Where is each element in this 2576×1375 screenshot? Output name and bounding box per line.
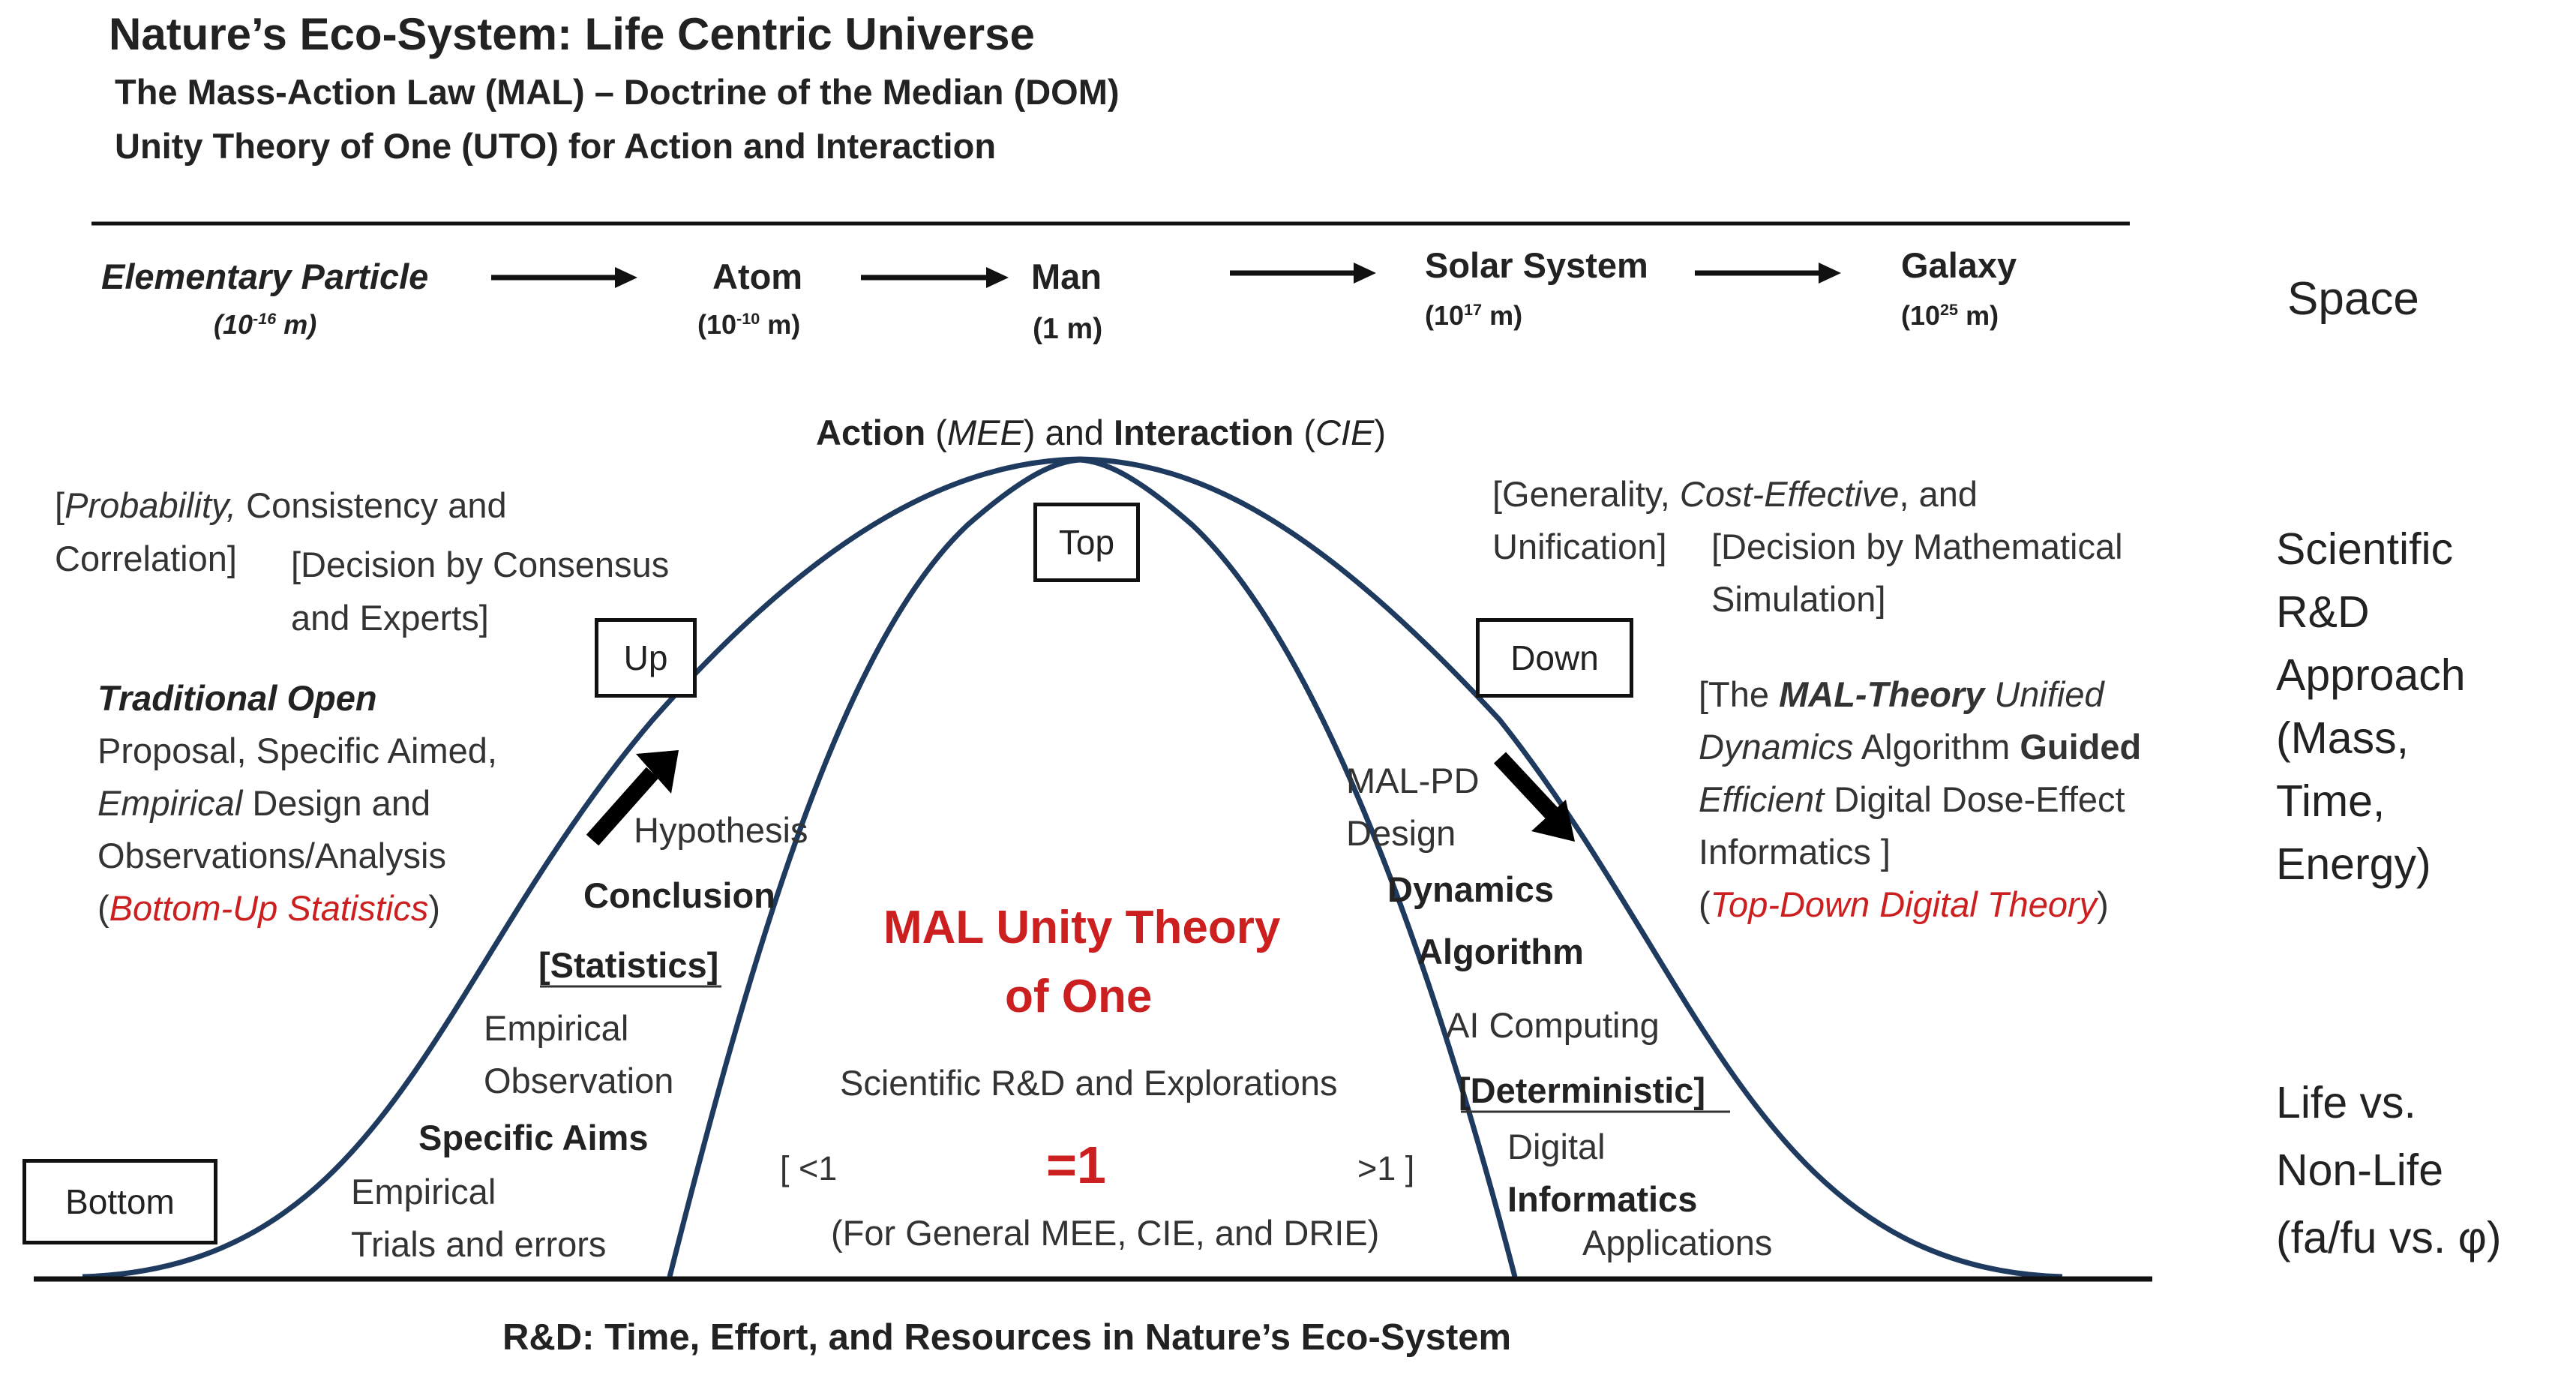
- up-arrow-thick: [586, 750, 679, 846]
- bottom-box: Bottom: [22, 1159, 217, 1244]
- empirical-label-1: Empirical: [484, 1008, 629, 1048]
- left-note-line1: [Probability, Consistency and: [55, 485, 507, 525]
- general-note: (For General MEE, CIE, and DRIE): [831, 1213, 1380, 1253]
- statistics-label: [Statistics]: [538, 945, 719, 985]
- page-title: Nature’s Eco-System: Life Centric Univer…: [109, 9, 1035, 59]
- footer-caption: R&D: Time, Effort, and Resources in Natu…: [502, 1317, 1512, 1358]
- less-than-one: [ <1: [780, 1149, 838, 1187]
- equals-one: =1: [1046, 1136, 1106, 1194]
- right-note-line3: [Decision by Mathematical: [1711, 527, 2123, 566]
- bottom-up-statistics: (Bottom-Up Statistics): [97, 888, 441, 928]
- center-title-line1: MAL Unity Theory: [883, 902, 1281, 953]
- subtitle-uto: Unity Theory of One (UTO) for Action and…: [115, 126, 997, 166]
- digital-label: Digital: [1507, 1127, 1606, 1166]
- subtitle-mal: The Mass-Action Law (MAL) – Doctrine of …: [115, 72, 1120, 112]
- trials-errors-label: Trials and errors: [351, 1224, 607, 1264]
- scale-galaxy: Galaxy: [1901, 245, 2017, 285]
- specific-aims-label: Specific Aims: [418, 1118, 649, 1157]
- down-box: Down: [1476, 618, 1633, 698]
- down-arrow-thick: [1493, 752, 1575, 842]
- conclusion-label: Conclusion: [583, 875, 775, 915]
- scale-man: Man: [1031, 257, 1102, 296]
- life-vs-nonlife-label: Life vs.Non-Life(fa/fu vs. φ): [2276, 1078, 2502, 1262]
- algorithm-label: Algorithm: [1417, 932, 1584, 971]
- inner-curve: [667, 457, 1518, 1277]
- observations-line: Observations/Analysis: [97, 836, 446, 875]
- greater-than-one: >1 ]: [1357, 1149, 1415, 1187]
- applications-label: Applications: [1582, 1223, 1773, 1262]
- scale-galaxy-size: (1025 m): [1901, 300, 1999, 331]
- mal-theory-line4: Informatics ]: [1699, 832, 1891, 872]
- scale-arrowheads: [615, 263, 1841, 288]
- proposal-line: Proposal, Specific Aimed,: [97, 731, 497, 770]
- space-label: Space: [2287, 273, 2419, 325]
- empirical-label-2: Empirical: [351, 1172, 496, 1211]
- mal-theory-line3: Efficient Digital Dose-Effect: [1699, 779, 2125, 819]
- traditional-open: Traditional Open: [97, 678, 377, 718]
- scale-arrows: [491, 270, 1819, 281]
- scale-solar-system: Solar System: [1425, 245, 1648, 285]
- up-box: Up: [595, 618, 697, 698]
- ai-computing-label: AI Computing: [1446, 1005, 1660, 1045]
- scale-solar-size: (1017 m): [1425, 300, 1523, 331]
- right-note-line4: Simulation]: [1711, 579, 1886, 619]
- design-label: Design: [1346, 813, 1456, 853]
- scientific-rd-label: Scientific R&D and Explorations: [840, 1063, 1338, 1103]
- right-note-line2: Unification]: [1492, 527, 1667, 566]
- left-note-line2: Correlation]: [55, 539, 237, 578]
- scale-elementary-particle: Elementary Particle: [101, 257, 429, 296]
- top-box: Top: [1033, 503, 1140, 582]
- deterministic-label: [Deterministic]: [1459, 1070, 1706, 1110]
- left-note-line3: [Decision by Consensus: [291, 545, 670, 584]
- mal-theory-line2: Dynamics Algorithm Guided: [1699, 727, 2142, 767]
- peak-label: Action (MEE) and Interaction (CIE): [816, 413, 1386, 452]
- empirical-design-line: Empirical Design and: [97, 783, 431, 823]
- scale-atom: Atom: [712, 257, 803, 296]
- left-note-line4: and Experts]: [291, 598, 489, 638]
- scale-elementary-size: (10-16 m): [214, 309, 317, 340]
- informatics-label: Informatics: [1507, 1179, 1698, 1219]
- top-down-digital-theory: (Top-Down Digital Theory): [1699, 884, 2109, 924]
- center-title-line2: of One: [1005, 971, 1153, 1022]
- mal-theory-line1: [The MAL-Theory Unified: [1699, 674, 2104, 714]
- dynamics-label: Dynamics: [1387, 869, 1555, 909]
- mal-pd-label: MAL-PD: [1346, 761, 1480, 800]
- hypothesis-label: Hypothesis: [634, 810, 808, 850]
- scale-atom-size: (10-10 m): [697, 309, 801, 340]
- observation-label: Observation: [484, 1061, 674, 1100]
- scale-man-size: (1 m): [1033, 313, 1103, 345]
- right-note-line1: [Generality, Cost-Effective, and: [1492, 474, 1978, 514]
